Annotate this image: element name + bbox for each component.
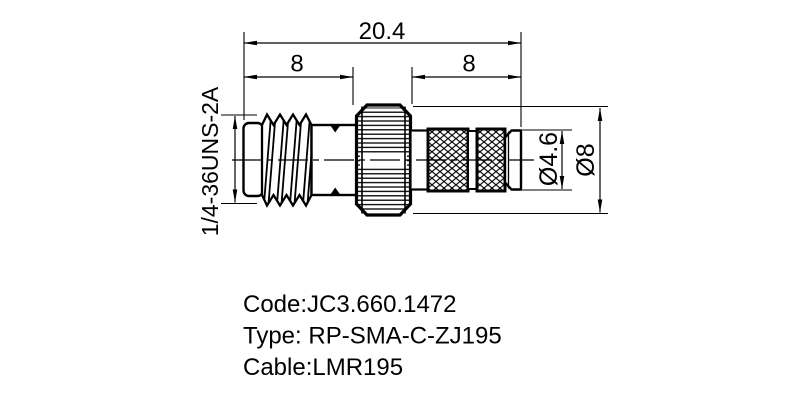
left-section-label: 8 xyxy=(290,51,303,78)
dimension-lines xyxy=(232,40,603,213)
body-diameter-label: Ø8 xyxy=(572,143,600,176)
extension-lines xyxy=(221,32,608,215)
tip-diameter-label: Ø4.6 xyxy=(535,132,563,186)
relief-notch-top xyxy=(329,124,341,133)
note-cable: Cable:LMR195 xyxy=(243,354,403,381)
title-block-notes: Code:JC3.660.1472 Type: RP-SMA-C-ZJ195 C… xyxy=(243,291,502,381)
note-code: Code:JC3.660.1472 xyxy=(243,291,457,318)
overall-length-label: 20.4 xyxy=(359,18,406,45)
relief-notch-bottom xyxy=(329,187,341,196)
thread-spec-label: 1/4-36UNS-2A xyxy=(197,86,223,236)
right-section-label: 8 xyxy=(462,51,475,78)
note-type: Type: RP-SMA-C-ZJ195 xyxy=(243,323,502,350)
